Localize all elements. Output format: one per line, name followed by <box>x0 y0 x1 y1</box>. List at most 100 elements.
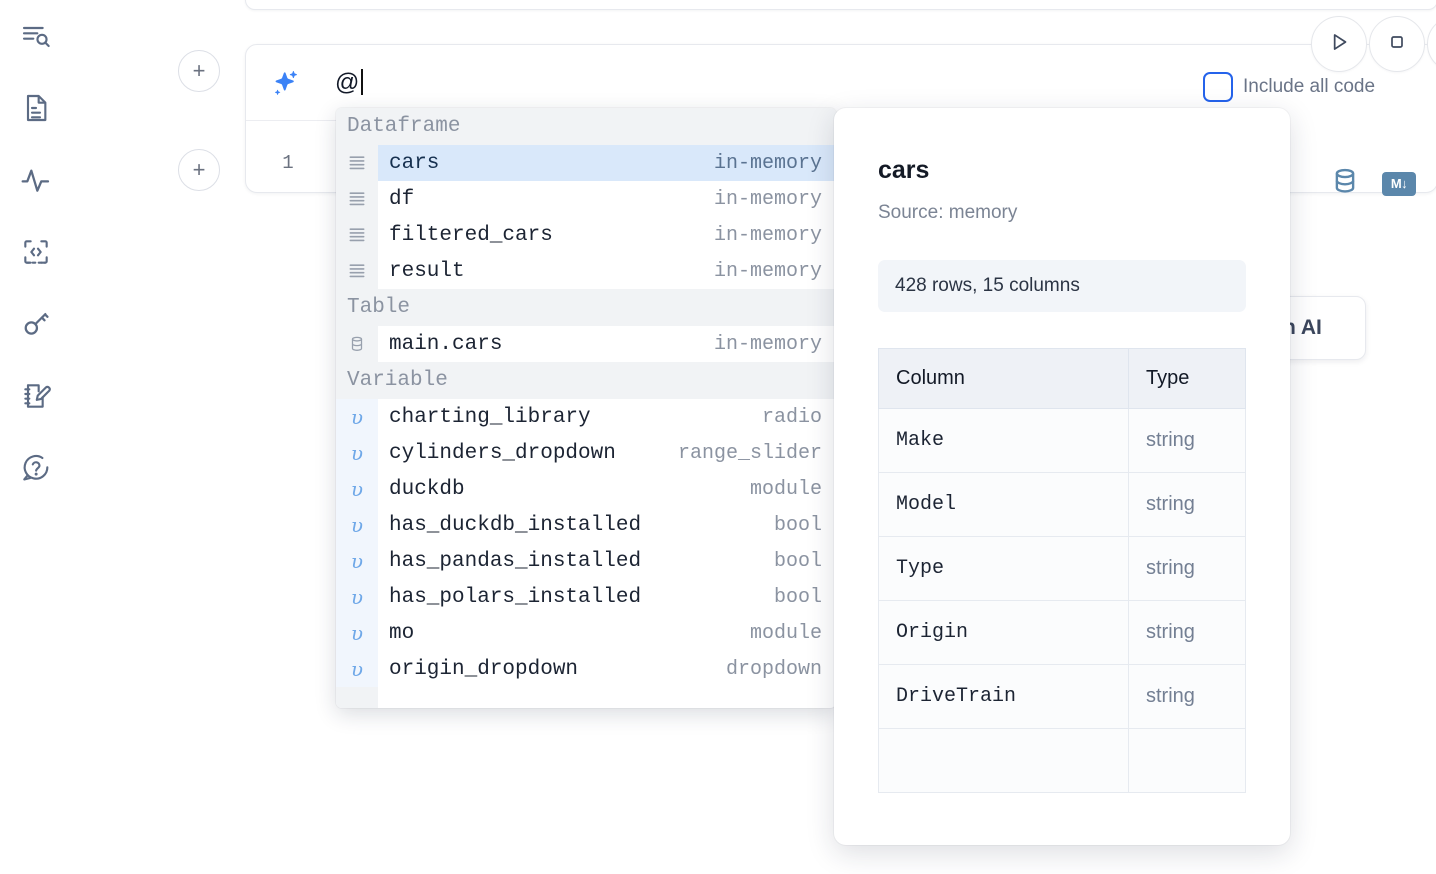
autocomplete-section-header: Dataframe <box>336 108 836 145</box>
variable-icon: υ <box>336 543 378 579</box>
autocomplete-item-name: has_pandas_installed <box>389 549 642 573</box>
cell-line-number: 1 <box>282 152 294 174</box>
ai-prompt-value: @ <box>335 69 360 96</box>
markdown-label: M <box>1390 176 1402 191</box>
autocomplete-item-type: bool <box>773 513 822 537</box>
autocomplete-section-header: Variable <box>336 362 836 399</box>
activity-icon <box>20 164 52 196</box>
header-type: Type <box>1128 348 1246 409</box>
add-cell-button-top[interactable]: + <box>178 50 220 92</box>
include-all-code-label: Include all code <box>1243 76 1376 97</box>
cell-column-type: string <box>1128 472 1246 537</box>
cell-column-type: string <box>1128 536 1246 601</box>
cell-column-type: string <box>1128 600 1246 665</box>
autocomplete-item[interactable]: υ has_duckdb_installed bool <box>336 507 836 543</box>
autocomplete-item[interactable]: result in-memory <box>336 253 836 289</box>
autocomplete-item-name: cars <box>389 151 440 175</box>
autocomplete-item-name: origin_dropdown <box>389 657 579 681</box>
autocomplete-item-name: result <box>389 259 465 283</box>
database-icon <box>336 326 378 362</box>
autocomplete-item-name: has_polars_installed <box>389 585 642 609</box>
sidebar-item-snippets[interactable] <box>14 230 58 274</box>
markdown-icon[interactable]: M↓ <box>1382 171 1416 196</box>
sidebar-item-secrets[interactable] <box>14 302 58 346</box>
detail-source: Source: memory <box>878 202 1018 223</box>
sidebar-item-scratchpad[interactable] <box>14 374 58 418</box>
sidebar-item-file-search[interactable] <box>14 14 58 58</box>
add-cell-button-bottom[interactable]: + <box>178 149 220 191</box>
cell-column-name: DriveTrain <box>878 664 1129 729</box>
cell-column-name: Type <box>878 536 1129 601</box>
detail-title: cars <box>878 156 930 184</box>
autocomplete-item[interactable]: υ cylinders_dropdown range_slider <box>336 435 836 471</box>
cell-column-type: string <box>1128 408 1246 473</box>
autocomplete-item-type: bool <box>773 585 822 609</box>
notebook-edit-icon <box>20 380 52 412</box>
autocomplete-item-type: radio <box>761 405 822 429</box>
autocomplete-section-header: Table <box>336 289 836 326</box>
variable-icon: υ <box>336 651 378 687</box>
include-all-code-checkbox[interactable] <box>1203 72 1233 102</box>
variable-icon: υ <box>336 399 378 435</box>
cell-column-type <box>1128 728 1246 793</box>
autocomplete-item-type: range_slider <box>677 441 822 465</box>
autocomplete-item[interactable]: df in-memory <box>336 181 836 217</box>
variable-icon: υ <box>336 507 378 543</box>
ai-prompt-input[interactable]: @ <box>335 69 363 97</box>
text-caret <box>360 69 363 95</box>
autocomplete-item[interactable]: main.cars in-memory <box>336 326 836 362</box>
variable-icon: υ <box>336 471 378 507</box>
file-search-icon <box>20 20 52 52</box>
autocomplete-item-name: mo <box>389 621 415 645</box>
run-cell-button[interactable] <box>1311 16 1367 72</box>
sidebar-item-activity[interactable] <box>14 158 58 202</box>
detail-shape-badge: 428 rows, 15 columns <box>878 260 1246 312</box>
code-brackets-icon <box>20 236 52 268</box>
include-all-code-row[interactable]: Include all code <box>1203 72 1375 102</box>
stop-cell-button[interactable] <box>1369 16 1425 72</box>
variable-icon: υ <box>336 435 378 471</box>
cell-column-type: string <box>1128 664 1246 729</box>
database-icon[interactable] <box>1330 166 1360 201</box>
sidebar-item-help[interactable] <box>14 446 58 490</box>
autocomplete-item-type: in-memory <box>713 223 822 247</box>
dataframe-icon <box>336 217 378 253</box>
autocomplete-item-type: in-memory <box>713 187 822 211</box>
autocomplete-item[interactable]: υ origin_dropdown dropdown <box>336 651 836 687</box>
autocomplete-item-name: cylinders_dropdown <box>389 441 616 465</box>
stop-icon <box>1385 30 1409 59</box>
autocomplete-item-type: module <box>749 621 822 645</box>
autocomplete-item-type: in-memory <box>713 332 822 356</box>
cell-toolbar: M↓ <box>1330 166 1416 201</box>
autocomplete-item-name: has_duckdb_installed <box>389 513 642 537</box>
sidebar-item-document[interactable] <box>14 86 58 130</box>
header-column: Column <box>878 348 1129 409</box>
dataframe-icon <box>336 145 378 181</box>
autocomplete-item-type: dropdown <box>725 657 822 681</box>
cell-column-name: Model <box>878 472 1129 537</box>
sparkle-icon <box>268 67 302 101</box>
autocomplete-item-type: in-memory <box>713 259 822 283</box>
cell-column-name: Make <box>878 408 1129 473</box>
cell-column-name: Origin <box>878 600 1129 665</box>
dataframe-icon <box>336 181 378 217</box>
autocomplete-item-name: main.cars <box>389 332 503 356</box>
help-chat-icon <box>20 452 52 484</box>
table-row-partial <box>878 728 1246 793</box>
cell-column-name <box>878 728 1129 793</box>
variable-icon: υ <box>336 615 378 651</box>
autocomplete-item-name: df <box>389 187 415 211</box>
